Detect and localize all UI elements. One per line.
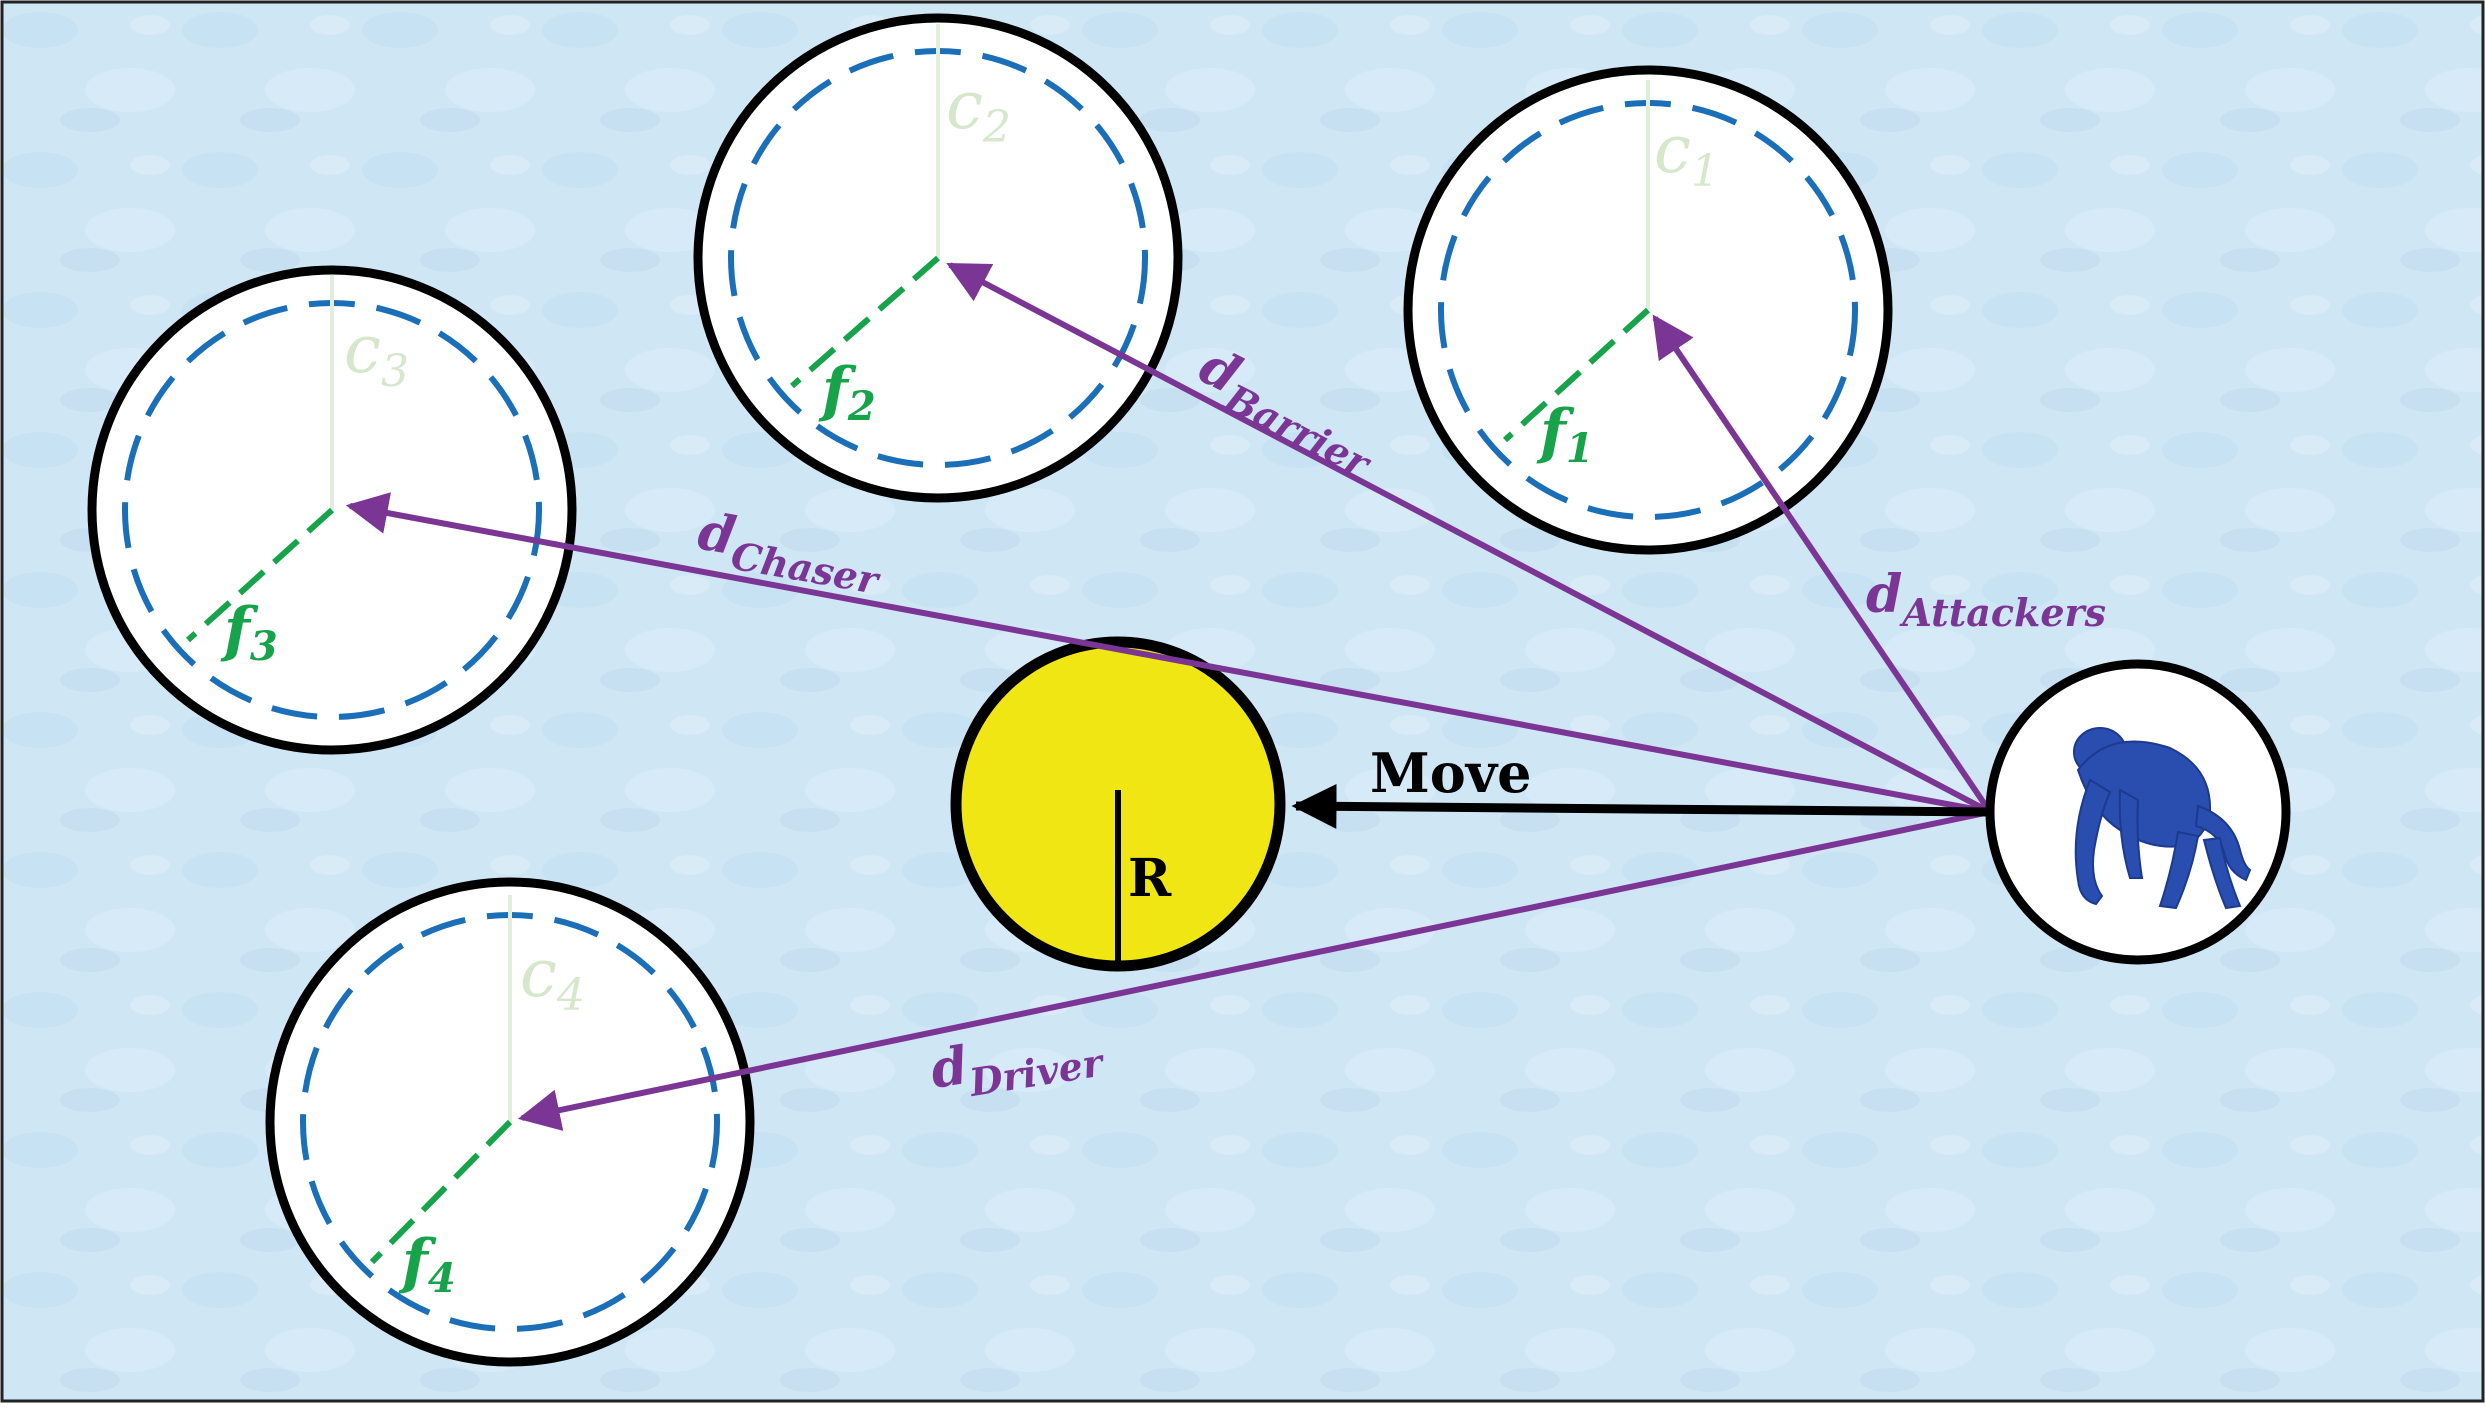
f-radius-line xyxy=(369,1119,513,1265)
c-label: c4 xyxy=(520,935,585,1021)
arrow-d-driver xyxy=(517,809,1991,1131)
move-label: Move xyxy=(1370,741,1532,805)
f-radius-line xyxy=(185,507,335,643)
arrow-d-chaser xyxy=(345,492,1991,815)
chimpanzee-icon xyxy=(2073,727,2252,910)
c-label: c2 xyxy=(946,67,1011,153)
prey: R xyxy=(950,636,1286,972)
f-radius-line xyxy=(790,255,940,389)
station-c1: c1 f1 xyxy=(1403,65,1893,555)
station-c3: c3 f3 xyxy=(87,265,577,755)
arrow-d-barrier xyxy=(946,262,1992,815)
arrow-d-attackers xyxy=(1652,314,1993,814)
label-d-attackers: dAttackers xyxy=(1866,564,2106,635)
prey-radius-label: R xyxy=(1128,848,1172,909)
c-label: c1 xyxy=(1654,111,1719,197)
move-arrow xyxy=(1291,783,1991,829)
station-c2: c2 f2 xyxy=(693,13,1183,503)
f-label: f1 xyxy=(1536,397,1594,472)
chimp-node xyxy=(1985,659,2291,965)
station-c4: c4 f4 xyxy=(265,877,755,1367)
c-label: c3 xyxy=(344,311,409,397)
f-radius-line xyxy=(1502,307,1651,443)
